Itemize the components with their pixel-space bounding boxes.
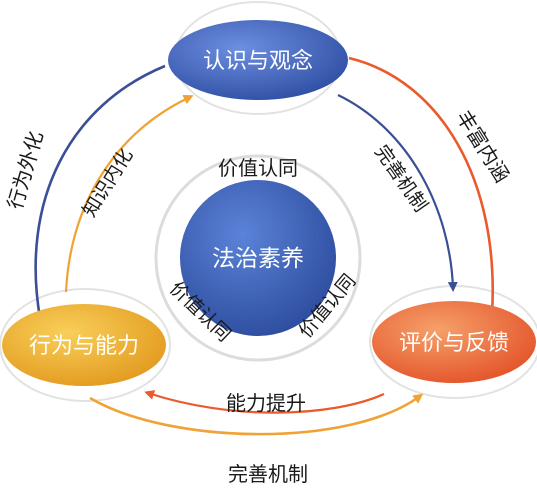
left-node-halo <box>0 288 171 402</box>
top-node <box>168 20 348 100</box>
edge-label-left-inner: 知识内化 <box>78 145 137 221</box>
edge-label-left-outer: 行为外化 <box>3 128 48 212</box>
right-node <box>372 301 536 383</box>
right-node-label: 评价与反馈 <box>399 331 509 356</box>
arrow-right-inner <box>337 94 458 292</box>
arrow-bottom-inner <box>144 390 385 414</box>
left-node-label: 行为与能力 <box>29 334 139 359</box>
center-node <box>180 180 336 336</box>
center-ring-label-top: 价值认同 <box>218 156 298 180</box>
arrow-left-outer <box>34 64 166 322</box>
arrow-right-outer <box>348 56 498 318</box>
edge-label-bottom-outer: 完善机制 <box>228 462 308 486</box>
arrow-bottom-outer <box>89 393 424 436</box>
edge-label-bottom-inner: 能力提升 <box>226 391 306 415</box>
left-node <box>2 304 166 386</box>
top-node-label: 认识与观念 <box>203 49 313 74</box>
edge-label-right-outer: 丰富内涵 <box>452 106 515 187</box>
center-ring <box>154 154 362 362</box>
center-node-label: 法治素养 <box>212 246 304 272</box>
arrow-left-inner <box>64 95 194 293</box>
